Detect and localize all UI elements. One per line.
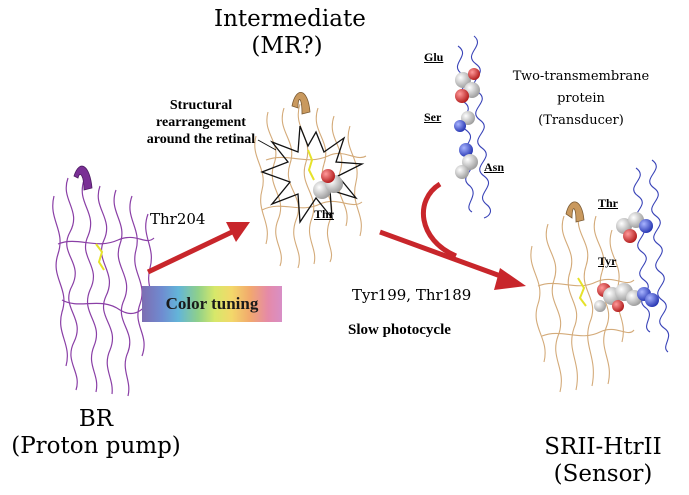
srii-tyr-atoms [594, 283, 659, 312]
residue-ser-label: Ser [424, 110, 442, 124]
rearrangement-starburst [260, 125, 365, 224]
intermediate-title: Intermediate (MR?) [214, 6, 366, 60]
tyr199-thr189-label: Tyr199, Thr189 [352, 286, 472, 304]
structural-line1: Structural [169, 98, 233, 113]
structural-line3: around the retinal [146, 132, 256, 147]
thr204-label: Thr204 [150, 210, 206, 228]
structural-line2: rearrangement [156, 115, 246, 130]
arrow-transducer-joining [421, 181, 458, 259]
structural-rearrangement-label: Structural rearrangement around the reti… [128, 97, 274, 148]
transducer-ser-atoms [454, 111, 475, 132]
br-protein-structure [52, 177, 155, 397]
sensor-title-line1: SRII-HtrII [544, 434, 662, 460]
arrow-intermediate-to-sensor [379, 229, 526, 290]
transducer-label: Two-transmembrane protein (Transducer) [496, 66, 666, 132]
structural-leader-line [257, 139, 277, 151]
residue-glu-label: Glu [424, 50, 444, 64]
intermediate-title-line1: Intermediate [214, 6, 366, 32]
srii-retinal [577, 277, 587, 307]
residue-thr-intermediate-label: Thr [314, 207, 335, 221]
slow-photocycle-label: Slow photocycle [348, 322, 451, 338]
arrow-br-to-intermediate [146, 222, 250, 275]
transducer-glu-atoms [455, 68, 480, 103]
residue-tyr-sensor-label: Tyr [598, 254, 617, 268]
br-beta-hairpin [73, 165, 93, 191]
transducer-line1: Two-transmembrane [512, 69, 650, 84]
intermediate-title-line2: (MR?) [251, 33, 323, 59]
br-title-line2: (Proton pump) [11, 433, 181, 459]
srii-thr-atoms [616, 212, 653, 243]
transducer-line2: protein [557, 91, 605, 106]
intermediate-retinal [307, 149, 315, 181]
residue-asn-label: Asn [484, 160, 505, 174]
sensor-title: SRII-HtrII (Sensor) [520, 434, 686, 488]
transducer-asn-atoms [455, 143, 478, 179]
br-title: BR (Proton pump) [6, 406, 186, 460]
br-title-line1: BR [78, 406, 114, 432]
htrii-helix [633, 159, 670, 353]
intermediate-protein-structure [254, 103, 367, 269]
intermediate-beta-hairpin [291, 92, 311, 115]
color-tuning-label: Color tuning [165, 294, 259, 313]
intermediate-thr-atoms [313, 169, 343, 199]
residue-thr-sensor-label: Thr [598, 196, 619, 210]
transducer-line3: (Transducer) [538, 113, 624, 128]
sensor-title-line2: (Sensor) [553, 461, 653, 487]
br-retinal [95, 243, 105, 271]
color-tuning-gradient: Color tuning [142, 286, 282, 322]
srii-beta-hairpin [565, 201, 585, 223]
srii-protein-structure [530, 209, 635, 393]
